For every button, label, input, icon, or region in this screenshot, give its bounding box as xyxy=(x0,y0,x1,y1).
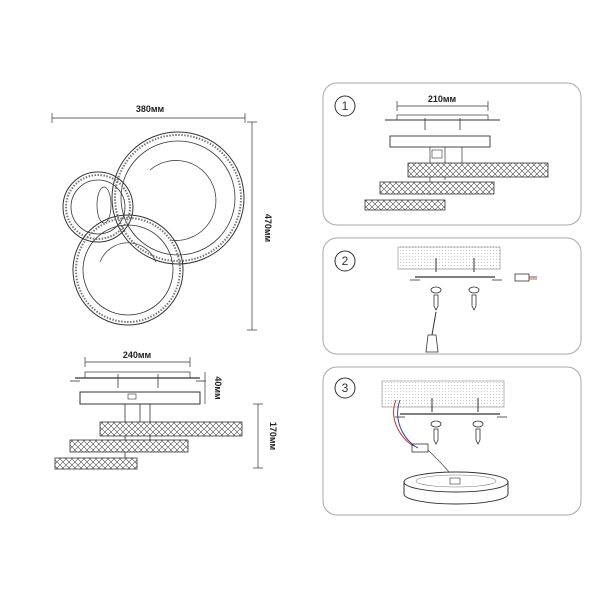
side-base-height-label: 40мм xyxy=(213,376,223,400)
top-width-label: 380мм xyxy=(136,104,165,114)
step-3-number: 3 xyxy=(342,381,349,395)
top-view: 380мм 470мм xyxy=(51,104,273,331)
side-total-height-label: 170мм xyxy=(268,422,278,451)
step-1-panel: 1 210мм xyxy=(322,82,582,226)
step-3-panel: 3 xyxy=(322,366,582,516)
side-view: 240мм 40мм 170мм xyxy=(54,350,278,470)
side-width-label: 240мм xyxy=(123,350,152,360)
ceiling-step3 xyxy=(381,380,505,408)
top-height-label: 470мм xyxy=(263,214,273,243)
ceiling xyxy=(397,246,501,270)
step-2-badge xyxy=(334,250,356,272)
step-1-badge xyxy=(334,95,356,117)
step-2-number: 2 xyxy=(342,254,349,268)
step-3-badge xyxy=(334,377,356,399)
step-1-dim-label: 210мм xyxy=(428,94,457,104)
step-2-panel: 2 xyxy=(322,237,582,355)
step-1-number: 1 xyxy=(342,99,349,113)
